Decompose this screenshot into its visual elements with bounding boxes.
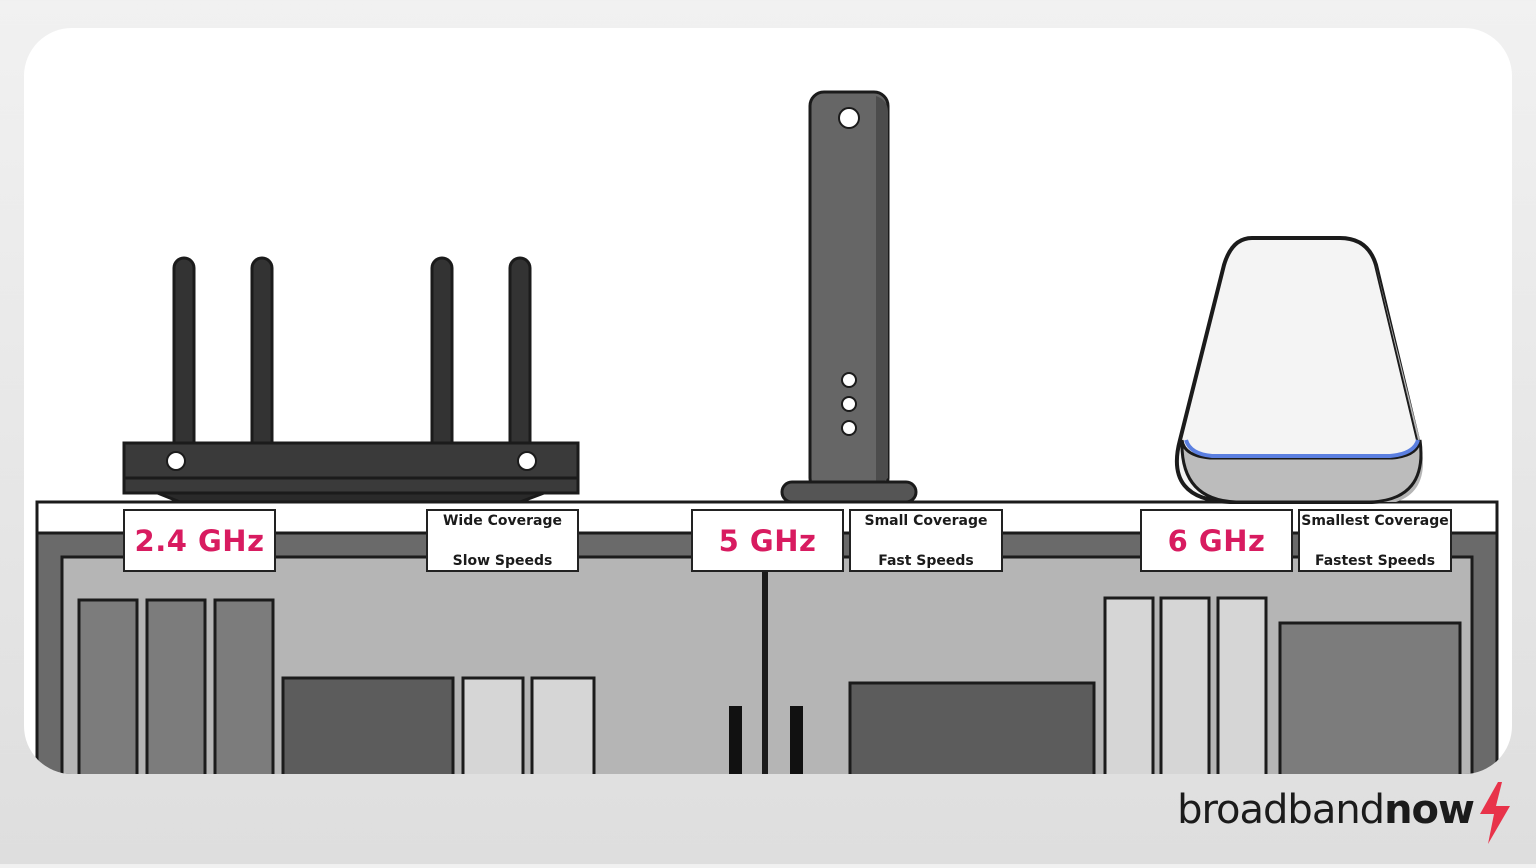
tower-router-icon [780, 90, 918, 504]
band-5-coverage: Small Coverage [864, 512, 988, 529]
band-6-speed: Fastest Speeds [1314, 552, 1436, 569]
band-6-frequency-label: 6 GHz [1140, 509, 1293, 572]
band-2-4-description-label: Wide Coverage Slow Speeds [426, 509, 579, 572]
band-2-4-frequency-label: 2.4 GHz [123, 509, 276, 572]
band-6-coverage: Smallest Coverage [1301, 512, 1449, 529]
band-2-4-coverage: Wide Coverage [442, 512, 562, 529]
band-2-4-frequency: 2.4 GHz [134, 523, 265, 558]
router-icon [122, 256, 580, 504]
band-2-4-speed: Slow Speeds [452, 552, 553, 569]
lightning-bolt-icon [1480, 782, 1510, 844]
band-5-speed: Fast Speeds [878, 552, 974, 569]
band-5-description-label: Small Coverage Fast Speeds [849, 509, 1003, 572]
brand-name-bold: now [1384, 787, 1475, 833]
band-6-description-label: Smallest Coverage Fastest Speeds [1298, 509, 1452, 572]
cabinet [35, 500, 1499, 774]
mesh-router-icon [1174, 236, 1423, 504]
brand-name-regular: broadband [1177, 787, 1385, 833]
band-5-frequency-label: 5 GHz [691, 509, 844, 572]
band-6-frequency: 6 GHz [1167, 523, 1266, 558]
band-5-frequency: 5 GHz [718, 523, 817, 558]
